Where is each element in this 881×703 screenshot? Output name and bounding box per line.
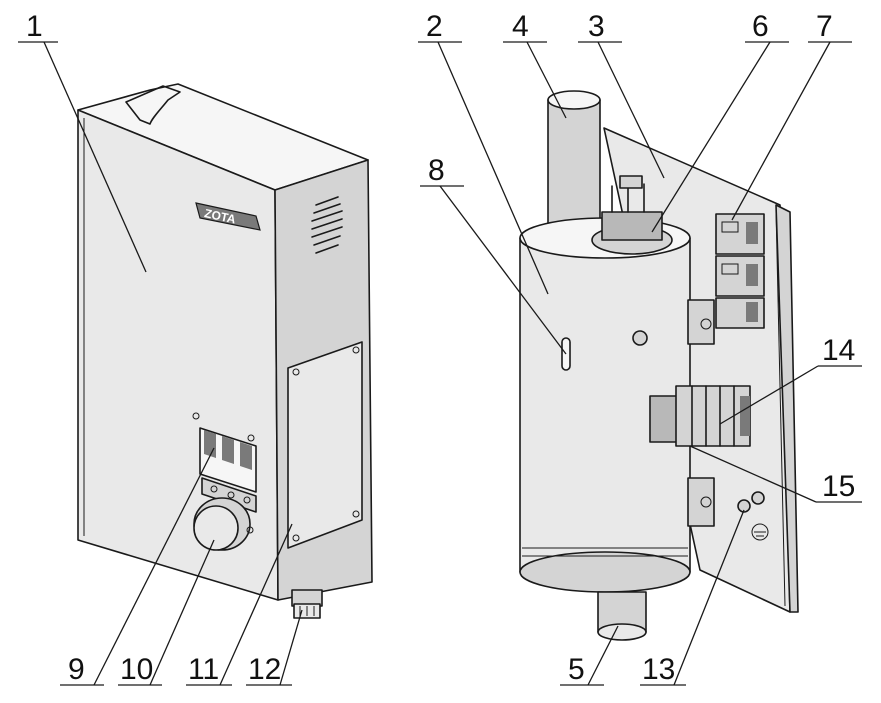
callout-1: 1 (26, 10, 43, 43)
callout-2: 2 (426, 10, 443, 43)
mounting-bracket (125, 85, 181, 125)
boiler-internals-view (519, 90, 799, 641)
callout-5: 5 (568, 653, 585, 686)
thermostat-knob (193, 497, 254, 551)
boiler-casing-view: ZOTA (77, 83, 373, 619)
ground-terminal (737, 491, 769, 541)
heating-element-block (591, 175, 673, 255)
callout-7: 7 (816, 10, 833, 43)
callout-3: 3 (588, 10, 605, 43)
callout-15: 15 (822, 470, 855, 503)
power-switches-panel (192, 412, 257, 513)
zota-logo-text: ZOTA (203, 206, 237, 226)
callout-10: 10 (120, 653, 153, 686)
callout-13: 13 (642, 653, 675, 686)
callout-14: 14 (822, 334, 855, 367)
callout-9: 9 (68, 653, 85, 686)
zota-logo-badge: ZOTA (195, 202, 261, 231)
inlet-pipe (597, 591, 647, 641)
service-hatch-panel (287, 341, 363, 549)
callout-4: 4 (512, 10, 529, 43)
callout-labels: 1 2 4 3 6 7 8 14 15 9 (18, 10, 862, 686)
relay-block (715, 213, 765, 329)
cable-gland (291, 589, 323, 619)
callout-11: 11 (188, 653, 219, 686)
callout-6: 6 (752, 10, 769, 43)
callout-8: 8 (428, 154, 445, 187)
tank-bolt (632, 330, 648, 346)
ventilation-grille (311, 196, 343, 254)
callout-12: 12 (248, 653, 281, 686)
